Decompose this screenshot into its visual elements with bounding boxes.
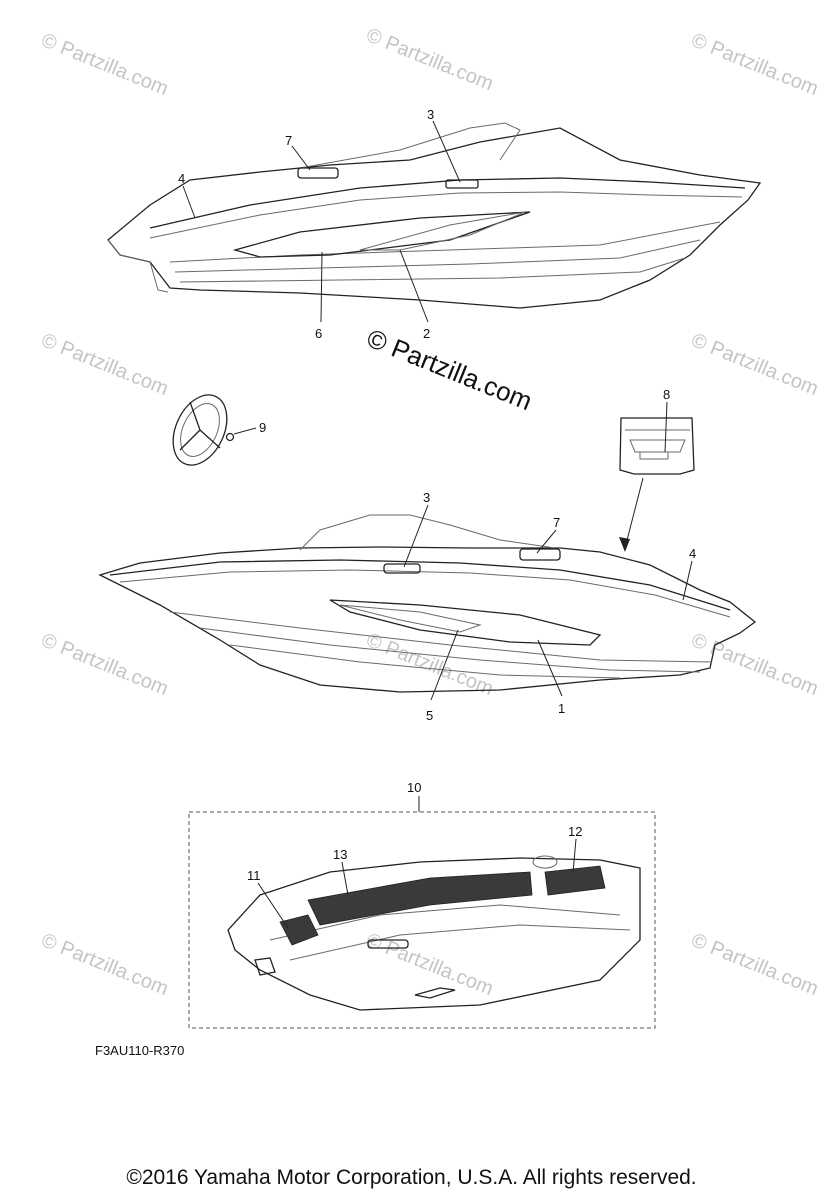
leader-line: [233, 427, 257, 435]
watermark: © Partzilla.com: [38, 629, 171, 700]
leader-line: [341, 861, 349, 896]
kit-boundary-box: [188, 811, 656, 1029]
yamaha-emblem: [639, 451, 669, 460]
arrow-line: [624, 477, 644, 549]
swim-platform-outline: [227, 857, 641, 1011]
callout-7: 7: [285, 133, 292, 148]
wheel-emblem: [225, 432, 235, 442]
watermark: © Partzilla.com: [688, 329, 821, 400]
engine-cover-detail: [625, 429, 690, 453]
hull-strake: [229, 644, 621, 679]
leader-line: [682, 560, 693, 601]
graphic-decal-accent: [339, 604, 482, 633]
watermark: © Partzilla.com: [363, 629, 496, 700]
arrow-head: [619, 537, 630, 552]
steering-wheel-inner: [180, 403, 220, 457]
platform-inner-edge: [289, 924, 631, 961]
hull-strake: [174, 239, 701, 273]
bottom-boat-callouts: 3 7 4 5 1: [403, 490, 696, 723]
engine-cover-outline: [619, 417, 695, 475]
watermark: © Partzilla.com: [363, 24, 496, 95]
callout-11: 11: [247, 868, 261, 883]
top-boat-callouts: 4 7 3 6 2: [178, 107, 461, 341]
watermark: © Partzilla.com: [38, 929, 171, 1000]
callout-13: 13: [333, 847, 347, 862]
mat-center: [307, 871, 533, 926]
rub-rail-stripe: [109, 559, 731, 611]
rub-rail-stripe: [149, 177, 746, 229]
hull-strake: [179, 257, 686, 283]
steering-wheel: 9: [172, 394, 266, 466]
leader-line: [403, 504, 429, 568]
leader-line: [320, 251, 323, 323]
boat-starboard-side-view: [98, 514, 757, 693]
hull-strake: [199, 627, 701, 673]
leader-line: [537, 639, 563, 697]
watermark: © Partzilla.com: [38, 29, 171, 100]
callout-4: 4: [689, 546, 696, 561]
watermark: © Partzilla.com: [688, 29, 821, 100]
engine-cover-inset: 8: [619, 387, 695, 552]
mat-kit-group: 10 11 13 12: [188, 780, 656, 1029]
callout-9: 9: [259, 420, 266, 435]
callout-7: 7: [553, 515, 560, 530]
mat-left: [279, 914, 319, 946]
copyright-notice: ©2016 Yamaha Motor Corporation, U.S.A. A…: [126, 1166, 697, 1189]
hull-strake: [169, 221, 721, 263]
leader-line: [399, 249, 429, 323]
graphic-decal: [232, 211, 531, 258]
callout-5: 5: [426, 708, 433, 723]
callout-6: 6: [315, 326, 322, 341]
hull-outline: [107, 127, 762, 309]
platform-inner-edge: [269, 904, 621, 941]
steering-wheel-rim: [172, 394, 228, 466]
stern-platform: [107, 239, 169, 293]
tow-handle: [414, 987, 456, 999]
leader-line: [432, 120, 461, 183]
graphic-decal-accent: [359, 211, 526, 251]
watermark: © Partzilla.com: [688, 629, 821, 700]
platform-logo-decal: [367, 939, 409, 949]
step-detail: [254, 957, 276, 976]
mat-right: [544, 865, 606, 896]
leader-line: [182, 185, 196, 219]
diagram-code: F3AU110-R370: [95, 1043, 185, 1058]
callout-3: 3: [427, 107, 434, 122]
gunwale-line: [149, 191, 743, 239]
callout-2: 2: [423, 326, 430, 341]
watermark: © Partzilla.com: [688, 929, 821, 1000]
callout-8: 8: [663, 387, 670, 402]
yamaha-logo-decal: [519, 548, 561, 561]
callout-1: 1: [558, 701, 565, 716]
leader-line: [536, 529, 557, 554]
windshield: [299, 122, 521, 169]
watermarks: © Partzilla.com © Partzilla.com © Partzi…: [38, 24, 821, 1000]
gunwale-line: [119, 569, 731, 618]
callout-4: 4: [178, 171, 185, 186]
watermark: © Partzilla.com: [38, 329, 171, 400]
leader-line: [257, 882, 289, 929]
graphic-decal: [329, 599, 602, 646]
hull-outline: [98, 546, 757, 693]
hull-strake: [169, 611, 713, 663]
callout-3: 3: [423, 490, 430, 505]
cup-holder: [532, 855, 558, 869]
model-name-decal: [445, 179, 479, 189]
callout-10: 10: [407, 780, 421, 795]
model-name-decal: [383, 563, 421, 574]
leader-line: [572, 838, 577, 874]
windshield: [299, 514, 556, 551]
leader-line: [664, 401, 668, 453]
leader-line: [291, 145, 311, 171]
center-watermark: © Partzilla.com: [363, 323, 537, 416]
leader-line: [430, 629, 459, 701]
callout-12: 12: [568, 824, 582, 839]
boat-port-side-view: [107, 122, 762, 309]
yamaha-logo-decal: [297, 167, 339, 179]
steering-wheel-spokes: [179, 401, 221, 451]
